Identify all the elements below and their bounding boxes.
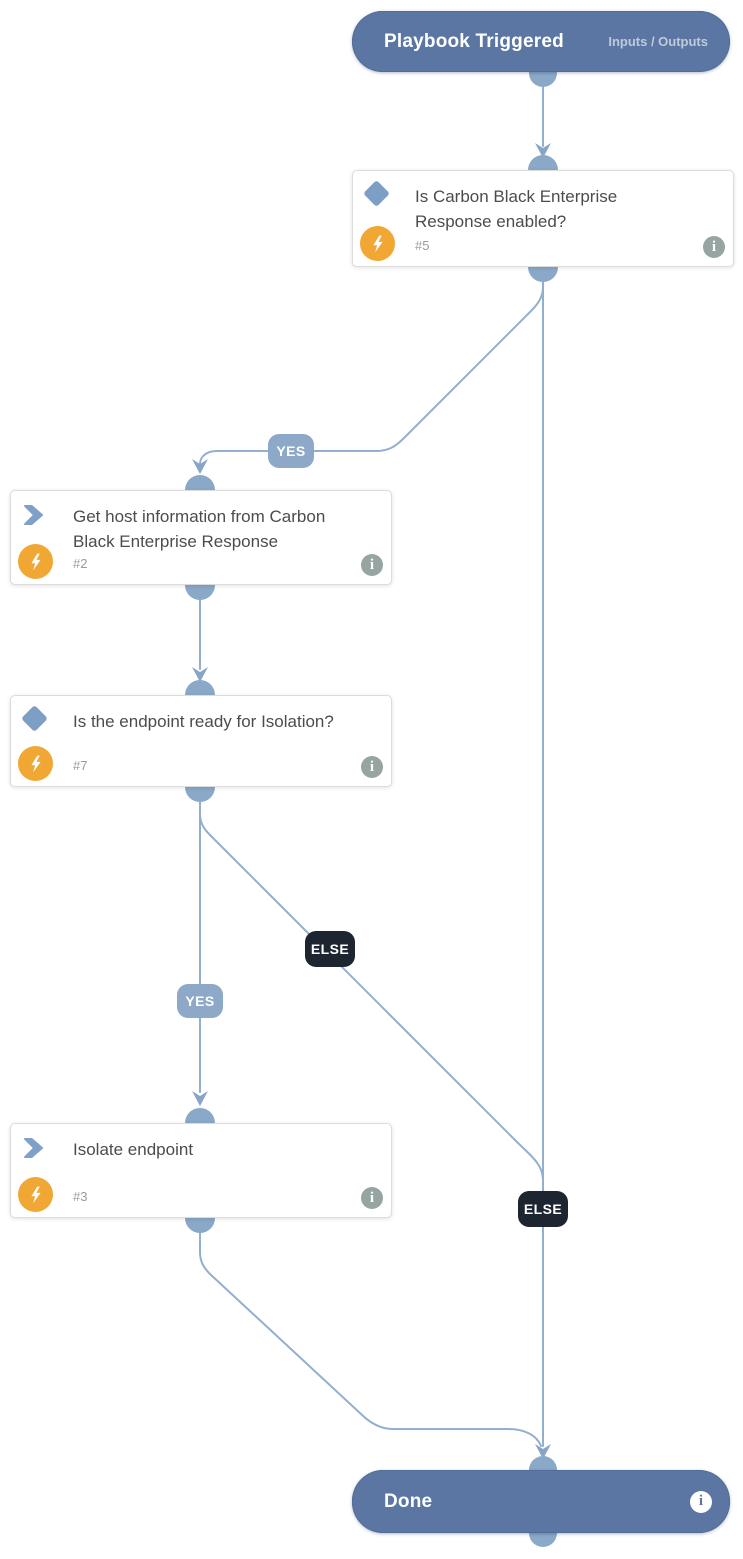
- done-label: Done: [384, 1490, 433, 1512]
- arrowhead-into-7: [192, 667, 208, 682]
- node-3-id: #3: [73, 1189, 88, 1204]
- edge-3-to-done: [199, 1232, 542, 1447]
- arrowhead-into-3: [192, 1091, 208, 1106]
- node-7-id: #7: [73, 758, 88, 773]
- playbook-triggered-label: Playbook Triggered: [384, 30, 564, 52]
- node-5-id: #5: [415, 238, 430, 253]
- node-card-5[interactable]: Is Carbon Black Enterprise Response enab…: [352, 170, 734, 267]
- arrowhead-into-5: [535, 143, 551, 158]
- inputs-outputs-link[interactable]: Inputs / Outputs: [608, 34, 708, 49]
- info-icon[interactable]: i: [361, 1187, 383, 1209]
- node-5-title: Is Carbon Black Enterprise Response enab…: [415, 187, 618, 231]
- lightning-bolt-icon: [18, 746, 53, 781]
- lightning-bolt-icon: [18, 1177, 53, 1212]
- node-3-title: Isolate endpoint: [73, 1140, 194, 1159]
- edge-label-else-5: ELSE: [518, 1191, 568, 1227]
- node-card-3[interactable]: Isolate endpoint #3 i: [10, 1123, 392, 1218]
- node-7-title: Is the endpoint ready for Isolation?: [73, 712, 334, 731]
- done-node[interactable]: Done i: [352, 1470, 730, 1533]
- lightning-bolt-icon: [360, 226, 395, 261]
- node-card-2[interactable]: Get host information from Carbon Black E…: [10, 490, 392, 585]
- arrowhead-into-2: [192, 459, 208, 474]
- edge-label-yes-5: YES: [268, 434, 314, 468]
- action-chevron-icon: [23, 505, 45, 525]
- decision-diamond-icon: [363, 180, 390, 207]
- edge-label-yes-7: YES: [177, 984, 223, 1018]
- node-card-7[interactable]: Is the endpoint ready for Isolation? #7 …: [10, 695, 392, 787]
- decision-diamond-icon: [21, 705, 48, 732]
- info-icon[interactable]: i: [703, 236, 725, 258]
- info-icon[interactable]: i: [690, 1490, 712, 1513]
- playbook-triggered-node[interactable]: Playbook Triggered Inputs / Outputs: [352, 11, 730, 72]
- edge-label-else-7: ELSE: [305, 931, 355, 967]
- info-icon[interactable]: i: [361, 554, 383, 576]
- lightning-bolt-icon: [18, 544, 53, 579]
- edge-5-yes-to-2: [199, 286, 544, 465]
- arrowhead-into-done: [535, 1444, 551, 1459]
- node-2-title: Get host information from Carbon Black E…: [73, 507, 326, 551]
- action-chevron-icon: [23, 1138, 45, 1158]
- info-icon[interactable]: i: [361, 756, 383, 778]
- edge-7-else-to-done: [199, 803, 544, 1181]
- node-2-id: #2: [73, 556, 88, 571]
